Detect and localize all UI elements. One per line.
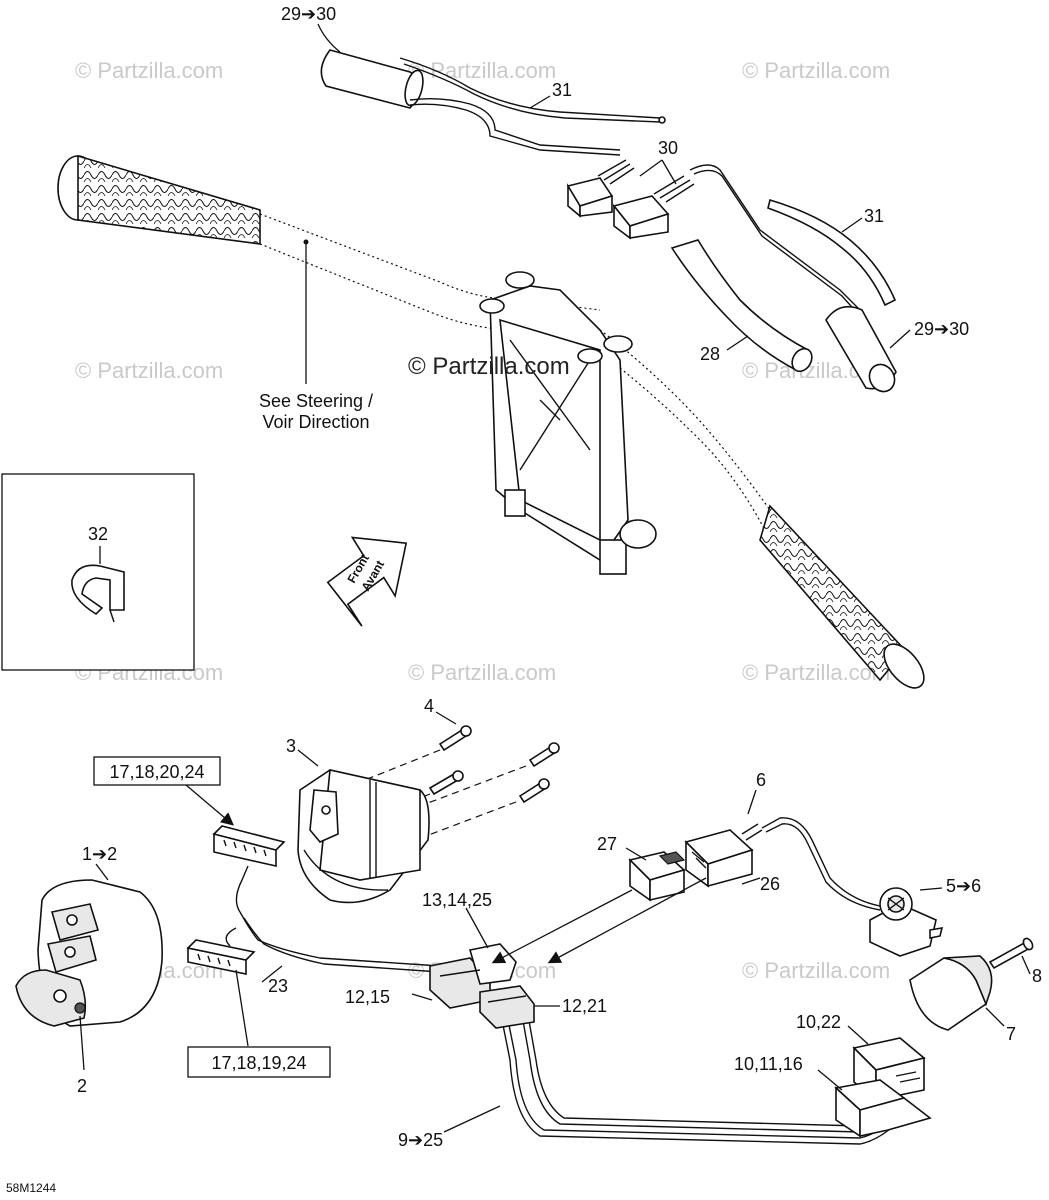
callout-31-top: 31	[552, 80, 572, 100]
screws-4	[349, 725, 560, 843]
leader-29-30-top	[317, 23, 341, 53]
leader-28	[726, 335, 749, 351]
leader-2	[79, 1015, 85, 1071]
watermark: © Partzilla.com	[75, 58, 223, 83]
pin-8	[988, 937, 1034, 970]
leader-27	[625, 847, 647, 861]
callout-2: 2	[77, 1076, 87, 1096]
leader-26-to-block	[547, 877, 707, 964]
grip-heater-28	[670, 239, 813, 373]
leader-26	[741, 877, 761, 885]
leader-27-to-block	[491, 889, 633, 964]
leader-10-22	[847, 1025, 869, 1045]
callout-13-14-25: 13,14,25	[422, 890, 492, 910]
leader-1-2	[95, 863, 109, 881]
leader-30	[639, 159, 677, 185]
diagram-code: 58M1244	[6, 1181, 56, 1195]
callout-9-25: 9➔25	[398, 1130, 443, 1150]
watermark: © Partzilla.com	[742, 58, 890, 83]
leader-7	[985, 1007, 1005, 1027]
wire-31-right	[767, 198, 897, 307]
callout-12-21: 12,21	[562, 996, 607, 1016]
right-grip	[759, 504, 907, 682]
knob-7	[909, 955, 993, 1031]
callout-12-15: 12,15	[345, 987, 390, 1007]
left-grip	[77, 154, 261, 245]
leader-3	[297, 749, 319, 767]
callout-17-18-20-24: 17,18,20,24	[109, 762, 204, 782]
terminal-6	[741, 817, 881, 911]
leader-5-6	[919, 887, 943, 891]
label-box-17-18-20-24	[93, 756, 221, 786]
callout-10-11-16: 10,11,16	[734, 1054, 803, 1074]
connector-lower	[186, 939, 256, 975]
connector-block	[429, 943, 535, 1029]
callout-27: 27	[597, 834, 617, 854]
callout-8: 8	[1032, 966, 1042, 986]
steering-note-line1: See Steering /	[259, 391, 373, 411]
callout-29-30-right: 29➔30	[914, 319, 969, 339]
steering-note-line2: Voir Direction	[262, 412, 369, 432]
callout-28: 28	[700, 344, 720, 364]
connector-27	[628, 851, 686, 902]
callout-29-30-top: 29➔30	[281, 4, 336, 24]
leader-8	[1021, 955, 1031, 975]
callout-32: 32	[88, 524, 108, 544]
callout-23: 23	[268, 976, 288, 996]
switch-housing-1-2	[15, 879, 163, 1027]
right-grip-end	[883, 643, 925, 689]
wire-harness-30	[689, 164, 861, 311]
callout-7: 7	[1006, 1024, 1016, 1044]
front-direction-arrow: Front Avant	[326, 536, 408, 627]
leader-10-11-16	[817, 1069, 843, 1091]
connector-10	[834, 1037, 932, 1138]
callout-17-18-19-24: 17,18,19,24	[211, 1053, 306, 1073]
grip-heater-top	[320, 49, 666, 156]
leader-23	[261, 965, 283, 983]
callout-31-right: 31	[864, 206, 884, 226]
watermark: © Partzilla.com	[75, 358, 223, 383]
leader-9-25	[443, 1105, 501, 1133]
leader-31-top	[529, 95, 551, 109]
handlebar-assembly	[57, 154, 925, 689]
leader-4	[435, 711, 457, 725]
connector-upper	[212, 825, 286, 913]
leader-17-18-19-24	[235, 969, 249, 1047]
callout-30: 30	[658, 138, 678, 158]
leader-29-30-right	[889, 329, 911, 349]
leader-31-right	[841, 217, 863, 233]
connector-30-left	[566, 159, 635, 218]
watermark: © Partzilla.com	[408, 660, 556, 685]
callout-5-6: 5➔6	[946, 876, 981, 896]
center-watermark: © Partzilla.com	[408, 353, 570, 380]
callout-1-2: 1➔2	[82, 844, 117, 864]
watermark: © Partzilla.com	[742, 958, 890, 983]
callout-6: 6	[756, 770, 766, 790]
steering-riser	[479, 271, 657, 575]
clip-32	[71, 564, 125, 623]
switch-5-6	[869, 887, 944, 957]
callout-3: 3	[286, 736, 296, 756]
leader-12-15	[411, 993, 433, 1001]
leader-17-18-20-24	[185, 784, 234, 826]
leader-13-14-25	[465, 907, 489, 949]
grip-heater-29-30-right	[825, 305, 897, 393]
callout-10-22: 10,22	[796, 1012, 841, 1032]
label-box-17-18-19-24	[187, 1046, 331, 1078]
leader-6	[747, 789, 757, 815]
callout-4: 4	[424, 696, 434, 716]
watermark: © Partzilla.com	[408, 58, 556, 83]
connector-30-right	[612, 175, 695, 240]
connector-26	[684, 829, 754, 888]
callout-26: 26	[760, 874, 780, 894]
housing-3	[297, 769, 430, 904]
